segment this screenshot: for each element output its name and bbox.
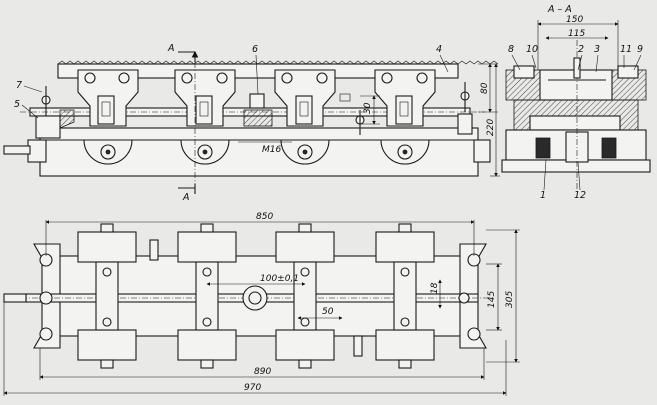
section-view — [501, 40, 651, 190]
dim-970: 970 — [244, 383, 261, 393]
callout-8: 8 — [508, 44, 514, 55]
callout-6: 6 — [252, 44, 258, 55]
dim-80: 80 — [480, 82, 490, 94]
dim-220: 220 — [486, 119, 496, 136]
dim-m16: M16 — [262, 145, 281, 155]
section-title: А – А — [547, 4, 572, 15]
callout-10: 10 — [526, 44, 538, 55]
plan-unit-2 — [177, 223, 237, 369]
callout-2: 2 — [578, 44, 584, 55]
dim-50: 50 — [322, 307, 334, 317]
section-marker-top: А — [167, 43, 175, 54]
clamp-unit-2 — [174, 69, 236, 165]
section-marker-bottom: А — [182, 192, 190, 203]
clamp-unit-3 — [274, 69, 336, 165]
callout-4: 4 — [436, 44, 442, 55]
dim-100: 100±0,1 — [260, 274, 299, 284]
clamp-unit-4 — [374, 69, 436, 165]
dim-115: 115 — [568, 29, 585, 39]
plan-unit-3 — [275, 223, 335, 369]
dim-18: 18 — [430, 282, 440, 294]
dim-150: 150 — [566, 15, 583, 25]
callout-11: 11 — [620, 44, 632, 55]
plan-view — [3, 223, 490, 369]
plan-unit-4 — [375, 223, 435, 369]
callout-7: 7 — [16, 80, 22, 91]
callout-12: 12 — [574, 190, 586, 201]
dim-30: 30 — [363, 102, 373, 114]
dim-145: 145 — [487, 291, 497, 308]
callout-9: 9 — [637, 44, 643, 55]
dim-890: 890 — [254, 367, 271, 377]
plan-unit-1 — [77, 223, 137, 369]
front-view — [3, 50, 499, 194]
callout-5: 5 — [14, 99, 20, 110]
dim-305: 305 — [505, 291, 515, 308]
dim-850: 850 — [256, 212, 273, 222]
callout-1: 1 — [540, 190, 546, 201]
callout-3: 3 — [594, 44, 600, 55]
clamp-unit-1 — [77, 69, 139, 165]
